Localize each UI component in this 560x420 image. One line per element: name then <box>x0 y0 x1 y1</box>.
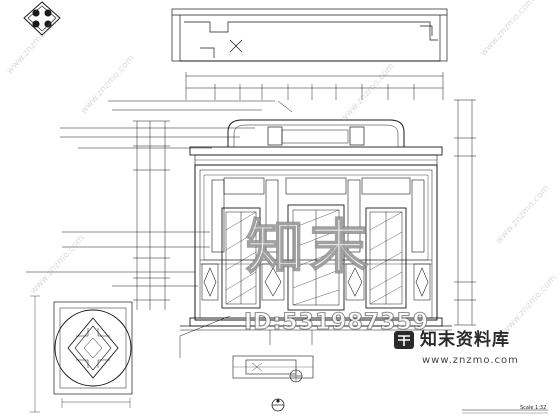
left-dimensions <box>133 120 170 310</box>
plan-section <box>171 8 448 62</box>
watermark-id: ID:531987359 <box>243 310 430 335</box>
top-dimensions <box>185 72 444 100</box>
brand-logo-icon <box>394 331 414 349</box>
watermark-logo-text: 知末 <box>245 213 375 281</box>
compass-symbol <box>23 1 61 36</box>
glass-door-left <box>221 207 261 309</box>
diamond-ornaments <box>201 263 431 301</box>
right-dimensions <box>454 99 476 326</box>
elevation-frame <box>180 119 452 331</box>
bottom-detail <box>232 355 314 383</box>
brand-block: 知末资料库 www.znzmo.com <box>392 328 552 372</box>
scale-label: Scale 1:32 <box>520 405 547 411</box>
glass-door-right <box>365 207 407 309</box>
footer-rule <box>462 409 548 414</box>
section-symbol <box>271 398 285 412</box>
brand-name: 知末资料库 <box>420 330 510 350</box>
ornament-detail-circle <box>30 295 133 413</box>
lower-leaders <box>179 315 313 358</box>
glass-door-center <box>287 204 345 311</box>
brand-url: www.znzmo.com <box>422 355 519 366</box>
